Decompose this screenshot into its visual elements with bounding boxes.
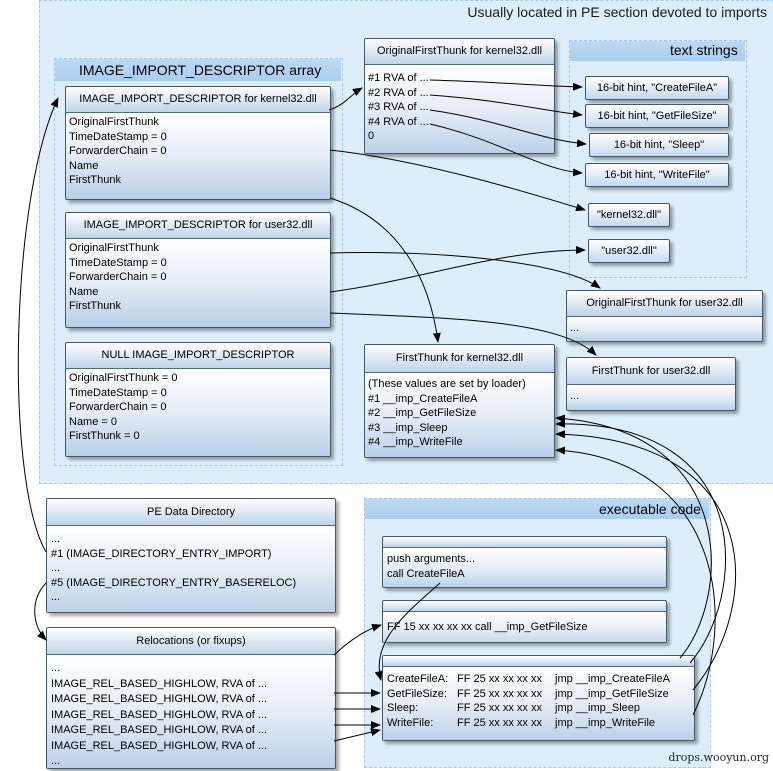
text-strings-band — [570, 41, 745, 61]
descriptor-field: OriginalFirstThunk — [69, 116, 159, 128]
descriptor-field: ForwarderChain = 0 — [69, 271, 167, 284]
oft-user32-entry: ... — [570, 322, 580, 334]
descriptor-array-band — [55, 59, 341, 81]
descriptor-null-title: NULL IMAGE_IMPORT_DESCRIPTOR — [66, 343, 330, 369]
descriptor-field: FirstThunk = 0 — [69, 430, 140, 443]
descriptor-field: ForwarderChain = 0 — [69, 401, 167, 414]
oft-entry: #3 RVA of ... — [368, 101, 429, 114]
pe-data-directory: PE Data Directory ... #1 (IMAGE_DIRECTOR… — [46, 498, 336, 613]
descriptor-field: FirstThunk — [69, 174, 121, 187]
code-call-getfilesize: FF 15 xx xx xx xx call __imp_GetFileSize — [382, 600, 667, 643]
descriptor-null: NULL IMAGE_IMPORT_DESCRIPTOR OriginalFir… — [65, 342, 331, 457]
oft-kernel32: OriginalFirstThunk for kernel32.dll #1 R… — [364, 38, 555, 154]
hint-getfilesize: 16-bit hint, "GetFileSize" — [585, 104, 729, 128]
code-line: call CreateFileA — [387, 567, 465, 580]
relocation-entry: ... — [51, 755, 61, 767]
descriptor-field: TimeDateStamp = 0 — [69, 130, 167, 143]
pe-data-directory-title: PE Data Directory — [47, 499, 335, 526]
relocation-entry: IMAGE_REL_BASED_HIGHLOW, RVA of ... — [51, 724, 268, 736]
descriptor-field: TimeDateStamp = 0 — [69, 386, 167, 399]
descriptor-kernel32-title: IMAGE_IMPORT_DESCRIPTOR for kernel32.dll — [66, 87, 330, 113]
relocation-entry: IMAGE_REL_BASED_HIGHLOW, RVA of ... — [51, 708, 268, 721]
descriptor-field: Name = 0 — [69, 415, 117, 428]
data-dir-entry: #1 (IMAGE_DIRECTORY_ENTRY_IMPORT) — [51, 547, 272, 560]
text-strings-title: text strings — [670, 42, 738, 58]
dll-name-user32: "user32.dll" — [588, 239, 670, 263]
executable-code-title: executable code — [599, 501, 701, 517]
ft-user32: FirstThunk for user32.dll ... — [566, 357, 736, 411]
hint-sleep: 16-bit hint, "Sleep" — [589, 133, 729, 157]
code-call-createfilea: push arguments... call CreateFileA — [382, 536, 667, 588]
descriptor-field: OriginalFirstThunk = 0 — [69, 372, 178, 384]
descriptor-field: OriginalFirstThunk — [69, 242, 159, 254]
descriptor-field: Name — [69, 285, 99, 298]
descriptor-field: ForwarderChain = 0 — [69, 145, 167, 158]
ft-user32-title: FirstThunk for user32.dll — [567, 358, 735, 385]
hint-writefile: 16-bit hint, "WriteFile" — [585, 163, 729, 187]
ft-entry: #2 __imp_GetFileSize — [368, 407, 477, 420]
descriptor-field: TimeDateStamp = 0 — [69, 256, 167, 269]
ft-entry: #3 __imp_Sleep — [368, 421, 448, 434]
hint-createfilea: 16-bit hint, "CreateFileA" — [585, 76, 729, 100]
data-dir-entry: ... — [51, 562, 61, 575]
ft-entry: (These values are set by loader) — [368, 378, 526, 390]
ft-kernel32: FirstThunk for kernel32.dll (These value… — [364, 344, 555, 458]
relocations-title: Relocations (or fixups) — [47, 628, 335, 655]
oft-entry: 0 — [368, 130, 375, 143]
descriptor-user32-title: IMAGE_IMPORT_DESCRIPTOR for user32.dll — [66, 213, 330, 239]
oft-entry: #2 RVA of ... — [368, 86, 429, 99]
ft-kernel32-title: FirstThunk for kernel32.dll — [365, 345, 554, 373]
relocation-entry: ... — [51, 662, 61, 674]
dll-name-kernel32: "kernel32.dll" — [588, 203, 670, 227]
ft-entry: #4 __imp_WriteFile — [368, 436, 463, 449]
code-line: push arguments... — [387, 553, 476, 565]
code-line: FF 15 xx xx xx xx call __imp_GetFileSize — [387, 621, 588, 633]
oft-kernel32-title: OriginalFirstThunk for kernel32.dll — [365, 39, 554, 65]
relocation-entry: IMAGE_REL_BASED_HIGHLOW, RVA of ... — [51, 739, 268, 752]
relocations: Relocations (or fixups) ... IMAGE_REL_BA… — [46, 627, 336, 769]
data-dir-entry: ... — [51, 533, 61, 545]
descriptor-field: Name — [69, 159, 99, 172]
oft-user32: OriginalFirstThunk for user32.dll ... — [566, 290, 763, 342]
ft-entry: #1 __imp_CreateFileA — [368, 392, 478, 405]
oft-user32-title: OriginalFirstThunk for user32.dll — [567, 291, 762, 317]
descriptor-kernel32: IMAGE_IMPORT_DESCRIPTOR for kernel32.dll… — [65, 86, 331, 200]
relocation-entry: IMAGE_REL_BASED_HIGHLOW, RVA of ... — [51, 693, 268, 705]
oft-entry: #4 RVA of ... — [368, 115, 429, 128]
pe-section-title: Usually located in PE section devoted to… — [467, 4, 767, 20]
descriptor-user32: IMAGE_IMPORT_DESCRIPTOR for user32.dll O… — [65, 212, 331, 328]
data-dir-entry: ... — [51, 591, 61, 604]
descriptor-array-title: IMAGE_IMPORT_DESCRIPTOR array — [79, 62, 322, 78]
watermark: drops.wooyun.org — [668, 751, 769, 764]
descriptor-field: FirstThunk — [69, 300, 121, 313]
ft-user32-entry: ... — [570, 390, 580, 402]
relocation-entry: IMAGE_REL_BASED_HIGHLOW, RVA of ... — [51, 677, 268, 690]
oft-entry: #1 RVA of ... — [368, 72, 429, 84]
data-dir-entry: #5 (IMAGE_DIRECTORY_ENTRY_BASERELOC) — [51, 576, 297, 589]
